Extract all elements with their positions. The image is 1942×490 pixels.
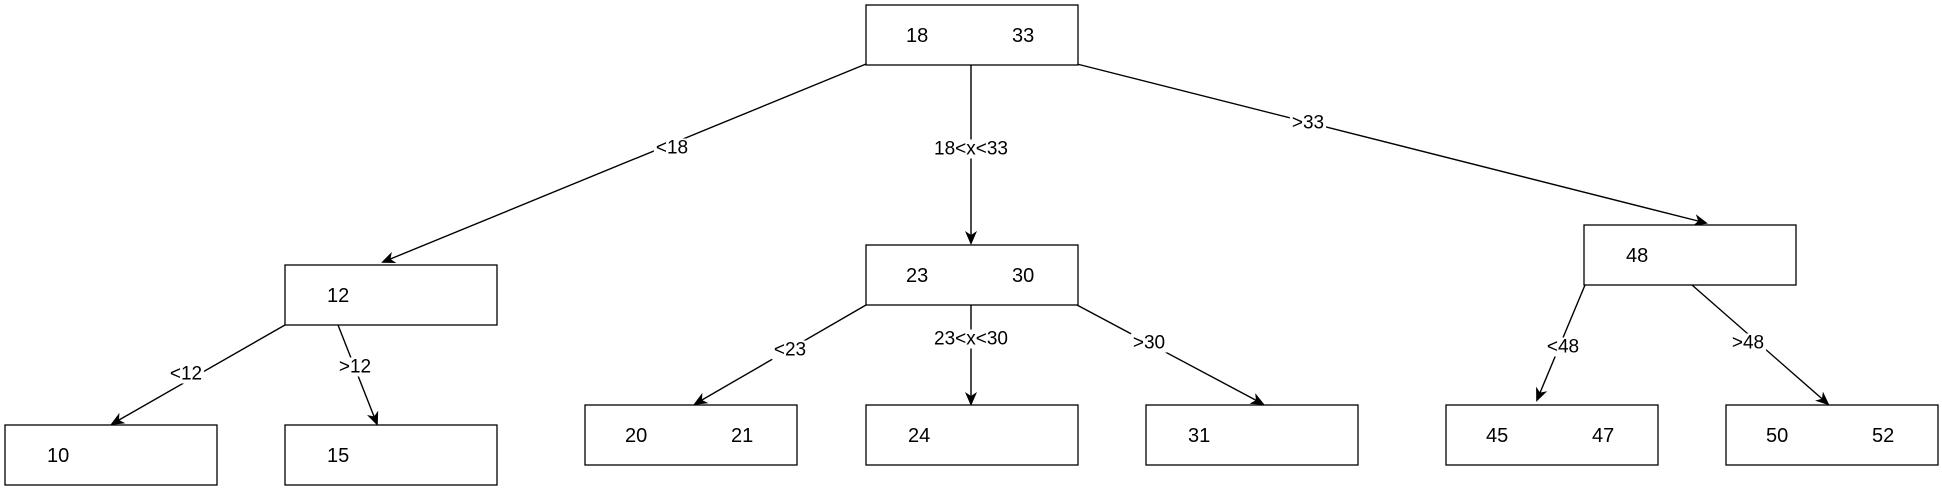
node-mid: 23 30 bbox=[865, 244, 1079, 306]
edge-label-group: >12 bbox=[336, 357, 374, 378]
node-key: 31 bbox=[1188, 425, 1210, 447]
edge-label-background bbox=[932, 139, 1010, 159]
edge-label: >30 bbox=[1133, 333, 1165, 354]
edge-label-background bbox=[1130, 333, 1168, 353]
node-leaf24: 24 bbox=[865, 404, 1079, 466]
node-leaf50: 50 52 bbox=[1725, 404, 1939, 466]
edge-labels-layer: <18 18<x<33 >33 <12 >12 <23 23<x<30 >30 <48 >48 bbox=[167, 113, 1767, 385]
node-box bbox=[865, 404, 1079, 466]
node-box bbox=[584, 404, 798, 466]
node-key: 23 bbox=[906, 265, 928, 287]
edge-label: <23 bbox=[774, 340, 806, 361]
node-key: 33 bbox=[1012, 25, 1034, 47]
node-key: 12 bbox=[327, 285, 349, 307]
node-leaf15: 15 bbox=[284, 424, 498, 486]
node-box bbox=[284, 424, 498, 486]
edge-label-group: >48 bbox=[1729, 333, 1767, 354]
node-box bbox=[1583, 224, 1797, 286]
node-left: 12 bbox=[284, 264, 498, 326]
edge-label: <48 bbox=[1547, 337, 1579, 358]
edge-label-background bbox=[653, 138, 691, 158]
node-box bbox=[865, 4, 1079, 66]
node-leaf45: 45 47 bbox=[1445, 404, 1659, 466]
node-box bbox=[284, 264, 498, 326]
edge-label-background bbox=[1729, 333, 1767, 353]
edge-label-background bbox=[932, 329, 1010, 349]
node-key: 10 bbox=[47, 445, 69, 467]
edge-label-group: >30 bbox=[1130, 333, 1168, 354]
edge-label: <18 bbox=[656, 138, 688, 159]
node-key: 45 bbox=[1486, 425, 1508, 447]
node-right: 48 bbox=[1583, 224, 1797, 286]
edge-label-group: 18<x<33 bbox=[932, 139, 1010, 160]
edge-root-right bbox=[1076, 63, 1708, 226]
edge-label-background bbox=[336, 357, 374, 377]
edge-label: <12 bbox=[170, 364, 202, 385]
edge-label-group: <18 bbox=[653, 138, 691, 159]
node-leaf10: 10 bbox=[4, 424, 218, 486]
edge-label-group: >33 bbox=[1289, 113, 1327, 134]
node-key: 21 bbox=[731, 425, 753, 447]
edge-label-group: 23<x<30 bbox=[932, 329, 1010, 350]
node-key: 47 bbox=[1592, 425, 1614, 447]
edge-label: >12 bbox=[339, 357, 371, 378]
node-box bbox=[1145, 404, 1359, 466]
edge-label-background bbox=[167, 364, 205, 384]
node-box bbox=[1445, 404, 1659, 466]
node-key: 24 bbox=[908, 425, 930, 447]
edge-label: 23<x<30 bbox=[934, 329, 1008, 350]
node-key: 48 bbox=[1626, 245, 1648, 267]
node-leaf31: 31 bbox=[1145, 404, 1359, 466]
node-box bbox=[4, 424, 218, 486]
node-key: 20 bbox=[625, 425, 647, 447]
edge-label-background bbox=[1289, 113, 1327, 133]
edge-label: >48 bbox=[1732, 333, 1764, 354]
edge-label-group: <12 bbox=[167, 364, 205, 385]
node-key: 15 bbox=[327, 445, 349, 467]
node-key: 52 bbox=[1872, 425, 1894, 447]
edge-root-left bbox=[381, 63, 867, 263]
edge-mid-leaf31 bbox=[1076, 304, 1265, 405]
edge-label-group: <23 bbox=[771, 340, 809, 361]
node-box bbox=[865, 244, 1079, 306]
edge-label: 18<x<33 bbox=[934, 139, 1008, 160]
node-key: 50 bbox=[1766, 425, 1788, 447]
node-key: 30 bbox=[1012, 265, 1034, 287]
node-key: 18 bbox=[906, 25, 928, 47]
edge-label: >33 bbox=[1292, 113, 1324, 134]
edge-label-background bbox=[771, 340, 809, 360]
edge-label-background bbox=[1544, 337, 1582, 357]
edge-label-group: <48 bbox=[1544, 337, 1582, 358]
node-box bbox=[1725, 404, 1939, 466]
